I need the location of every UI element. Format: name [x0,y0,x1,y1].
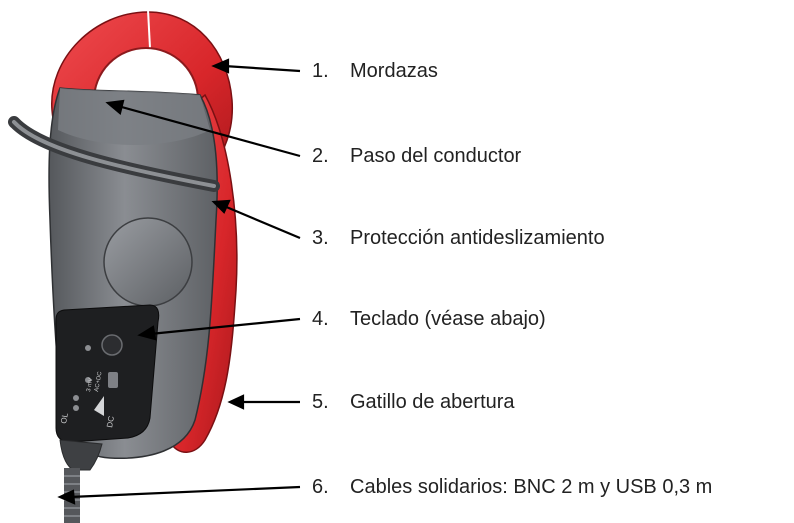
callout-label-4: 4. Teclado (véase abajo) [312,307,546,331]
keypad-label-dc: DC [105,415,116,428]
callout-text: Cables solidarios: BNC 2 m y USB 0,3 m [350,476,713,498]
keypad-panel [55,304,160,443]
body-shoulder [58,88,210,145]
callout-text: Paso del conductor [350,145,522,167]
callout-label-2: 2. Paso del conductor [312,144,521,168]
keypad-led-4 [73,405,79,411]
body-dial [103,217,193,307]
keypad-button-zero[interactable] [94,396,104,416]
arrow-2 [117,104,301,158]
callout-text: Mordazas [350,60,438,82]
keypad-button-reset[interactable] [101,334,123,356]
callout-number: 6. [312,476,329,498]
arrow-3 [223,204,301,240]
keypad-led-2 [85,377,91,383]
arrow-1 [223,64,301,73]
callout-text: Gatillo de abertura [350,391,515,413]
keypad-label-range: 3 mV [86,378,94,393]
callout-number: 5. [312,391,329,413]
callout-label-6: 6. Cables solidarios: BNC 2 m y USB 0,3 m [312,475,712,499]
keypad-led-3 [73,395,79,401]
jaw-split-line [147,9,151,49]
callout-label-5: 5. Gatillo de abertura [312,390,515,414]
callout-text: Teclado (véase abajo) [350,308,546,330]
arrow-6 [69,485,301,499]
keypad-label-acdc: AC+DC [94,370,104,392]
callout-label-3: 3. Protección antideslizamiento [312,226,605,250]
callout-label-1: 1. Mordazas [312,59,438,83]
callout-number: 2. [312,145,329,167]
keypad-label-ol: OL [59,412,70,425]
callout-number: 1. [312,60,329,82]
callout-text: Protección antideslizamiento [350,227,605,249]
callout-number: 3. [312,227,329,249]
keypad-button-mode[interactable] [108,372,118,388]
callout-number: 4. [312,308,329,330]
arrow-4 [149,317,301,336]
body-tail [59,439,103,471]
callout-arrows [57,58,301,505]
keypad-led-1 [85,345,91,351]
